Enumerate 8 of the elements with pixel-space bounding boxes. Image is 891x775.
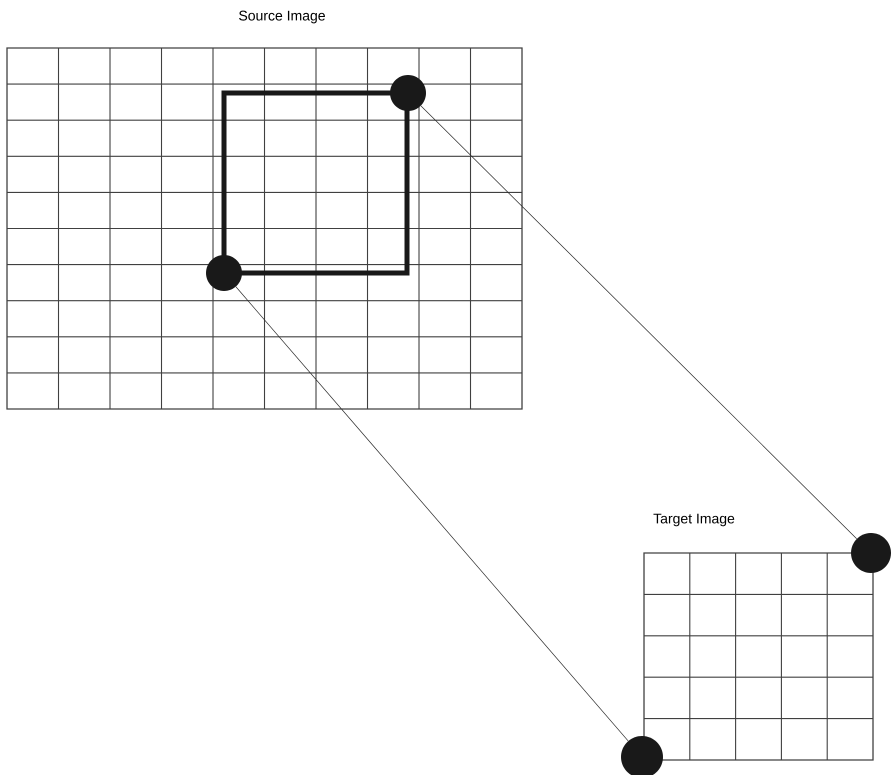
grid-title: Target Image (653, 514, 734, 526)
connector-line (236, 286, 628, 742)
corner-dot (851, 533, 891, 573)
corner-dot (390, 75, 426, 111)
selection-square (222, 90, 410, 276)
corner-dot (206, 255, 242, 291)
connector-line (420, 105, 858, 540)
grid-title: Source Image (239, 10, 325, 24)
